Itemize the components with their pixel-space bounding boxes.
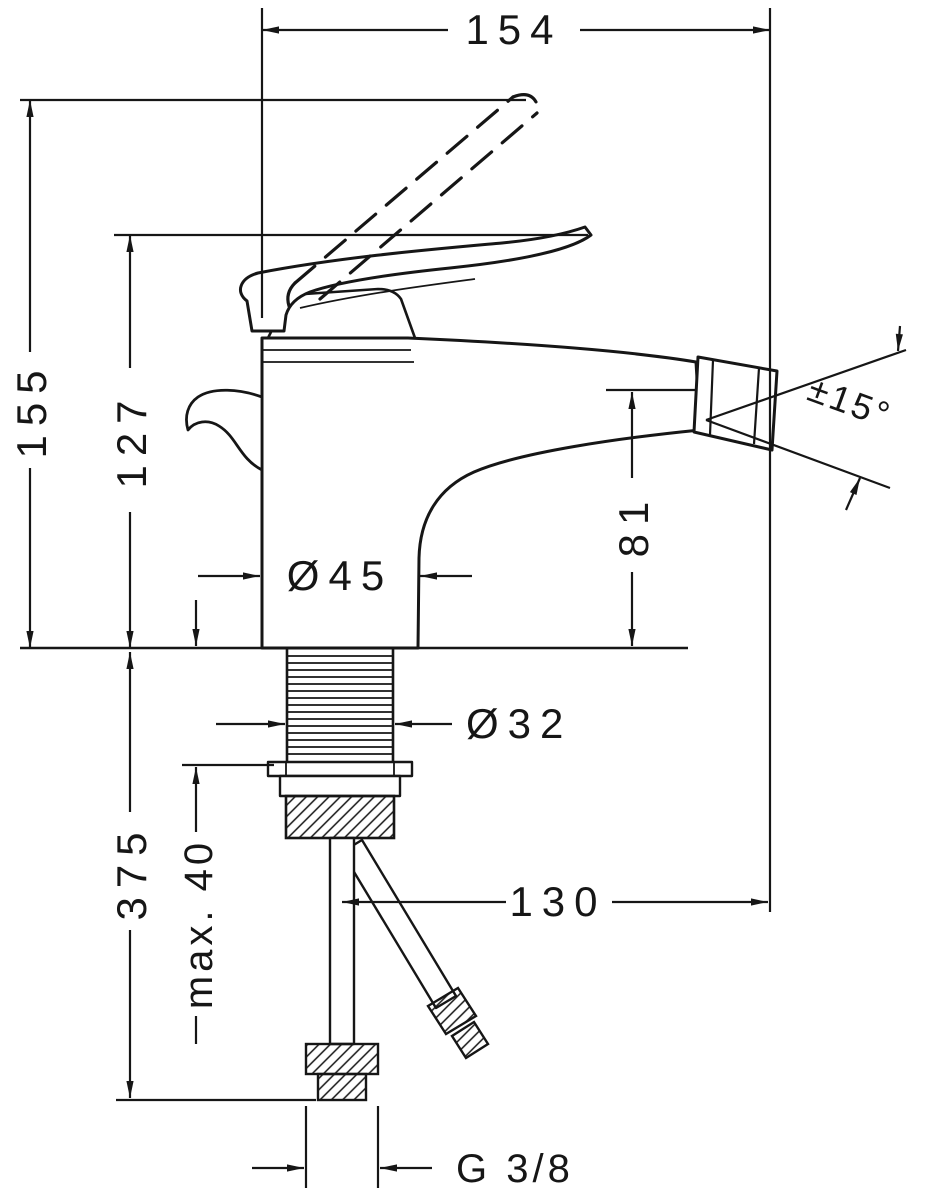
mounting-nut [284, 794, 396, 840]
lever-handle [238, 225, 593, 333]
supply-hose-straight [328, 836, 356, 1046]
dim-base-diameter: Ø45 [198, 552, 472, 599]
dim-lever-height-label: 127 [108, 391, 155, 488]
dim-spray-angle-arrow-up [895, 325, 903, 352]
plumbing-drawing [266, 648, 490, 1102]
body-collar-seams [262, 349, 414, 363]
lever-fold-line [299, 278, 476, 309]
dim-hose-length: 375 [108, 652, 316, 1100]
dim-total-height: 155 [8, 100, 526, 648]
dim-spout-height: 81 [606, 390, 696, 646]
dim-base-diameter-label: Ø45 [287, 552, 393, 599]
dim-lever-height: 127 [108, 235, 588, 648]
lever-raised-bottom-edge [318, 111, 539, 301]
dim-total-height-label: 155 [8, 361, 55, 458]
side-lever-hook [185, 388, 264, 472]
dim-axis-to-tip-label: 130 [509, 878, 606, 925]
hose-connector-nut-angled [426, 986, 478, 1036]
dim-spout-height-label: 81 [610, 493, 657, 558]
dim-thread-extension-lines [304, 1106, 380, 1188]
lever-raised-pivot-arc [286, 281, 297, 308]
dim-reach-label: 154 [465, 6, 562, 53]
dim-spray-angle-label: ±15° [803, 368, 898, 436]
dim-thread: G 3/8 [252, 1106, 574, 1191]
lever-raised-tip [511, 93, 539, 115]
hose-connector-tip-angled [450, 1020, 490, 1060]
dim-shank-diameter: Ø32 [216, 700, 572, 747]
washer-end-marks [285, 762, 395, 776]
dim-spray-angle-arrow-down [844, 477, 862, 511]
dim-reach: 154 [262, 6, 770, 912]
dim-thread-label: G 3/8 [456, 1147, 574, 1191]
dim-reach-extension-lines [260, 8, 772, 912]
dimensions: 154 155 127 Ø45 81 ± [8, 6, 907, 1191]
lever-raised-phantom [286, 93, 539, 308]
dim-max-deck-thickness: max. 40 [177, 600, 274, 1044]
stabilizer-plate [278, 774, 402, 798]
hose-connector-nut [304, 1042, 380, 1076]
dim-spray-angle-rays [705, 348, 907, 490]
mounting-washer [266, 760, 414, 778]
threaded-shank-ribs [287, 655, 393, 755]
dim-axis-to-tip: 130 [342, 878, 768, 925]
lever-raised-top-edge [293, 95, 515, 285]
supply-hose-angled [340, 838, 458, 1010]
dim-hose-length-label: 375 [108, 823, 155, 920]
faucet-drawing [185, 93, 779, 650]
aerator-outline [692, 355, 779, 452]
dim-max-deck-label: max. 40 [177, 839, 221, 1009]
dim-shank-diameter-label: Ø32 [466, 700, 572, 747]
hose-connector-tip [316, 1072, 368, 1102]
